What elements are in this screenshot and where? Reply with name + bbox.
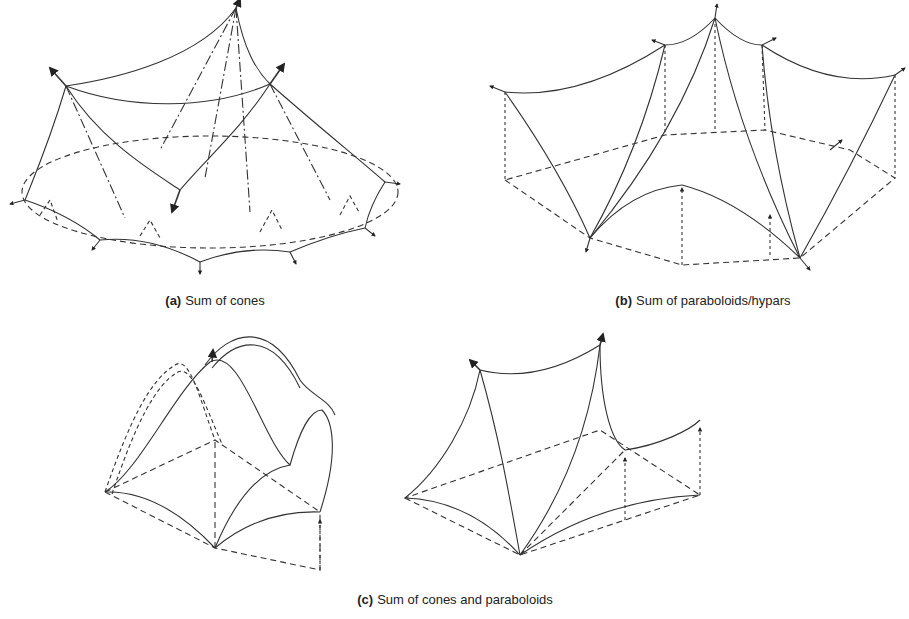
paraboloids-figure xyxy=(490,4,905,270)
cone-paraboloid-figure xyxy=(405,334,700,555)
caption-text: Sum of cones and paraboloids xyxy=(377,592,553,607)
figure-caption: (b) Sum of paraboloids/hypars xyxy=(613,293,792,308)
caption-text: Sum of cones xyxy=(185,293,265,308)
figure-letter: (b) xyxy=(615,293,632,308)
cones-figure xyxy=(10,0,400,274)
arch-figure xyxy=(105,337,335,570)
figure-caption: (a) Sum of cones xyxy=(163,293,266,308)
caption-text: Sum of paraboloids/hypars xyxy=(636,293,791,308)
figure-caption: (c) Sum of cones and paraboloids xyxy=(355,592,555,607)
figure-letter: (a) xyxy=(165,293,181,308)
figure-letter: (c) xyxy=(357,592,373,607)
